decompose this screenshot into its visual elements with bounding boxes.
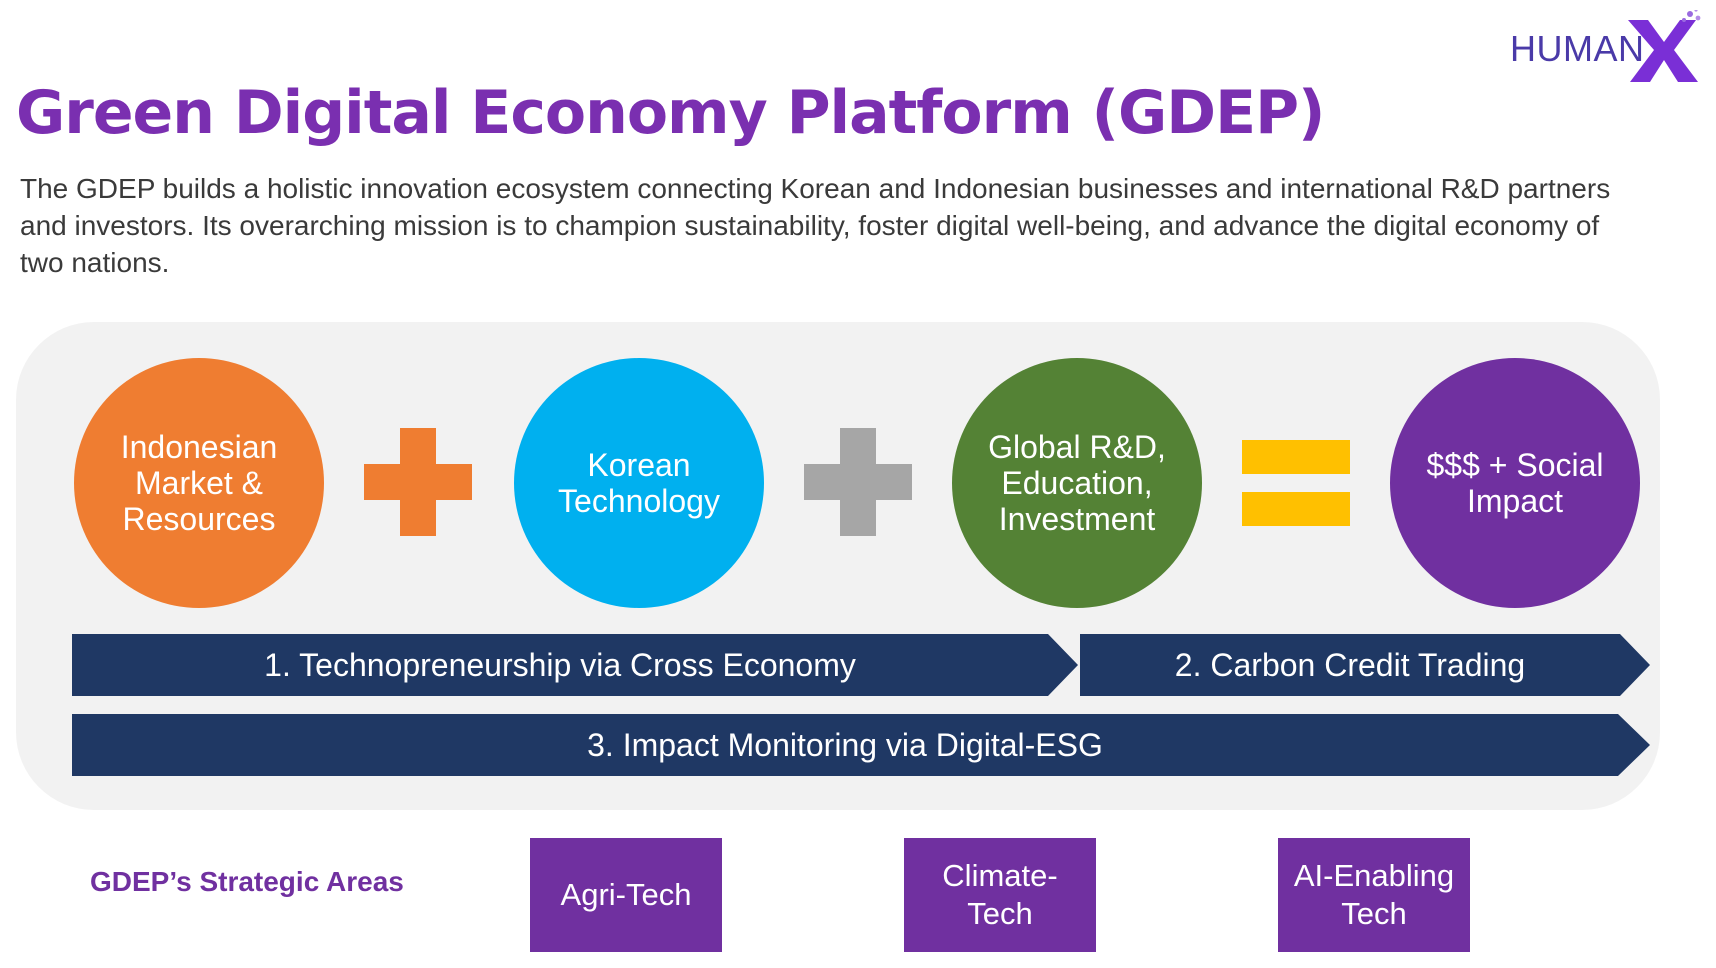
pillar-label: 2. Carbon Credit Trading: [1174, 646, 1526, 683]
plus-icon: [804, 428, 912, 541]
page-title: Green Digital Economy Platform (GDEP): [16, 78, 1325, 148]
plus-icon: [364, 428, 472, 541]
page-description: The GDEP builds a holistic innovation ec…: [20, 173, 1611, 278]
pillar-arrow-technopreneurship: 1. Technopreneurship via Cross Economy: [72, 634, 1078, 696]
strategic-area-climate-tech: Climate-Tech: [904, 838, 1096, 952]
humanx-logo: HUMAN: [1500, 6, 1710, 84]
circle-global-rd: Global R&D, Education, Investment: [952, 358, 1202, 608]
equals-icon: [1242, 440, 1350, 531]
circle-social-impact: $$$ + Social Impact: [1390, 358, 1640, 608]
logo-text: HUMAN: [1510, 28, 1645, 69]
pillar-label: 1. Technopreneurship via Cross Economy: [264, 646, 856, 683]
strategic-area-ai-enabling-tech: AI-Enabling Tech: [1278, 838, 1470, 952]
pillar-arrow-impact-monitoring: 3. Impact Monitoring via Digital-ESG: [72, 714, 1650, 776]
pillar-label: 3. Impact Monitoring via Digital-ESG: [587, 726, 1103, 763]
circle-indonesian-market: Indonesian Market & Resources: [74, 358, 324, 608]
strategic-area-agri-tech: Agri-Tech: [530, 838, 722, 952]
pillar-arrow-carbon-credit: 2. Carbon Credit Trading: [1080, 634, 1650, 696]
logo-x-mark-icon: [1628, 10, 1701, 82]
circle-korean-technology: Korean Technology: [514, 358, 764, 608]
strategic-areas-label: GDEP’s Strategic Areas: [90, 866, 404, 897]
